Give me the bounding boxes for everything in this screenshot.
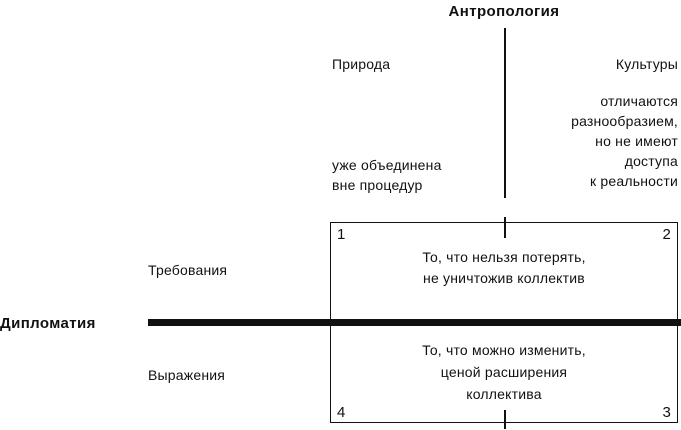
divider-tick-bottom	[504, 410, 506, 429]
quadrant-box: 1 2 То, что нельзя потерять, не уничтожи…	[330, 222, 678, 423]
requirements-label: Требования	[148, 262, 228, 278]
quadrant-number-3: 3	[662, 404, 671, 421]
diplomacy-axis-title: Дипломатия	[0, 315, 96, 332]
nature-label: Природа	[332, 56, 391, 72]
bottom-quadrant-text: То, что можно изменить, ценой расширения…	[422, 342, 586, 402]
quadrant-number-4: 4	[337, 404, 346, 421]
divider-tick-top	[504, 217, 506, 238]
anthropology-divider-line	[504, 28, 506, 198]
cultures-label: Культуры	[615, 56, 678, 72]
quadrant-number-1: 1	[337, 226, 346, 243]
cultures-note: отличаются разнообразием, но не имеют до…	[571, 93, 678, 189]
anthropology-axis-title: Антропология	[448, 3, 560, 20]
top-quadrant-text: То, что нельзя потерять, не уничтожив ко…	[422, 249, 586, 286]
nature-note: уже объединена вне процедур	[332, 157, 442, 193]
expressions-label: Выражения	[148, 367, 226, 383]
diplomacy-axis-bar	[148, 319, 681, 326]
quadrant-number-2: 2	[662, 226, 671, 243]
